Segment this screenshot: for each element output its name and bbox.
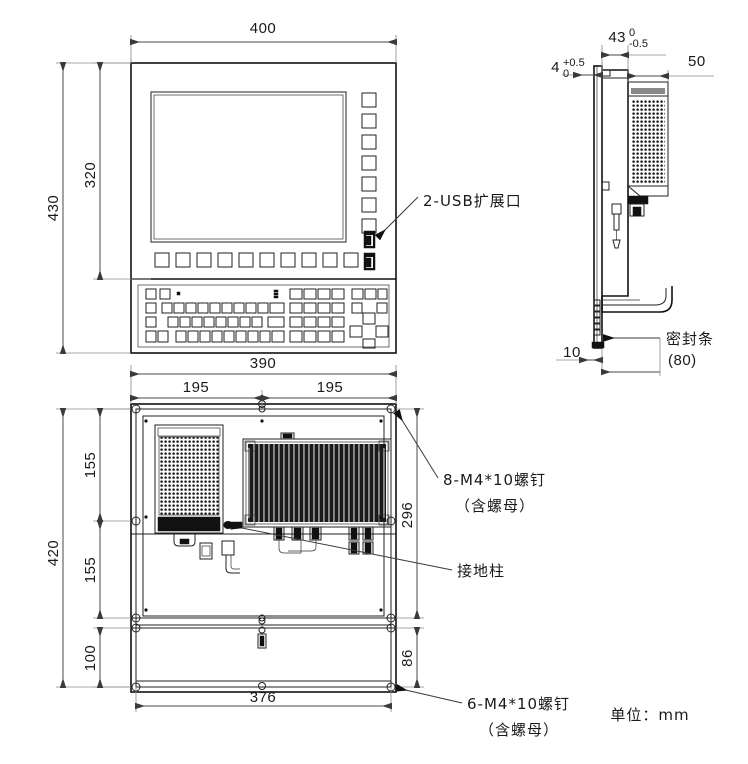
rear-frame-inner xyxy=(135,408,392,688)
computer-module xyxy=(242,432,392,528)
lower-connectors xyxy=(199,540,240,574)
dim-rear-seg-bottom-label: 100 xyxy=(82,645,99,672)
keyboard-row-3 xyxy=(145,312,389,338)
dim-panel-thickness-label: 4 xyxy=(551,59,560,76)
dimension-display-height: 320 xyxy=(82,62,151,280)
dim-front-height-label: 430 xyxy=(45,195,62,222)
dim-rear-half-right-label: 195 xyxy=(317,379,344,396)
dim-rear-seg-top-label: 155 xyxy=(82,452,99,479)
front-panel-view: 400 430 320 2-USB扩展口 xyxy=(45,20,522,354)
dimension-depth-front: 43 0 -0.5 xyxy=(601,27,666,70)
dim-depth-front-tol-lower: -0.5 xyxy=(629,38,648,50)
dim-panel-thickness-tol-lower: 0 xyxy=(563,68,569,80)
annotation-usb-label: 2-USB扩展口 xyxy=(423,192,522,210)
dim-display-height-label: 320 xyxy=(82,162,99,189)
dim-rear-right-lower-label: 86 xyxy=(399,649,416,667)
dim-rear-inner-width-label: 376 xyxy=(250,689,277,706)
lower-latch xyxy=(257,400,267,690)
annotation-grounding-post: 接地柱 xyxy=(230,521,505,580)
cable-connectors xyxy=(273,526,374,555)
dimension-panel-thickness: 4 +0.5 0 xyxy=(551,57,603,80)
side-heatsink-module xyxy=(626,81,669,217)
dimension-front-width: 400 xyxy=(130,20,397,63)
dim-rear-seg-mid-label: 155 xyxy=(82,557,99,584)
dim-rear-height-label: 420 xyxy=(45,540,62,567)
dim-depth-front-tol-upper: 0 xyxy=(629,27,635,39)
rear-frame-outer xyxy=(130,403,397,693)
dim-front-width-label: 400 xyxy=(250,20,277,37)
dim-bottom-offset-label: 10 xyxy=(563,344,581,361)
annotation-sealing-strip-sub: (80) xyxy=(668,352,697,369)
units-note: 单位：mm xyxy=(610,706,689,724)
dim-panel-thickness-tol-upper: +0.5 xyxy=(563,57,585,69)
annotation-upper-screws-sub: （含螺母） xyxy=(455,497,535,515)
rear-bottom-view: 390 195 195 420 155 155 xyxy=(45,355,570,739)
display-bezel xyxy=(150,91,347,243)
front-bottom-function-buttons xyxy=(154,252,359,268)
keyboard-row-2 xyxy=(145,302,388,314)
dimension-rear-inner-width: 376 xyxy=(135,687,392,712)
display-screen xyxy=(153,94,344,240)
keyboard-row-4 xyxy=(145,330,376,349)
sealing-strip xyxy=(591,299,605,349)
dim-rear-half-left-label: 195 xyxy=(183,379,210,396)
dimension-depth-rear: 50 xyxy=(627,53,714,82)
dim-rear-right-upper-label: 296 xyxy=(399,502,416,529)
dimension-rear-segments: 155 155 100 xyxy=(82,408,131,688)
annotation-usb-ports: 2-USB扩展口 xyxy=(374,192,522,241)
annotation-upper-screws-label: 8-M4*10螺钉 xyxy=(443,471,546,489)
keyboard-area xyxy=(137,284,390,349)
side-mounting-bracket xyxy=(601,286,673,313)
upper-screw-set xyxy=(131,404,396,623)
usb-ports xyxy=(363,230,376,271)
dim-depth-front-label: 43 xyxy=(608,29,626,46)
fan-module xyxy=(154,424,224,547)
annotation-lower-screws-label: 6-M4*10螺钉 xyxy=(467,695,570,713)
side-section-view: 4 +0.5 0 43 0 -0.5 50 10 xyxy=(551,27,714,376)
dimension-rear-halves: 195 195 xyxy=(130,379,397,406)
annotation-sealing-strip-label: 密封条 xyxy=(666,330,714,348)
dimension-bottom-offset: 10 xyxy=(556,338,661,376)
annotation-lower-screws: 6-M4*10螺钉 （含螺母） xyxy=(395,683,570,739)
front-panel-outline xyxy=(130,62,397,354)
annotation-upper-screws: 8-M4*10螺钉 （含螺母） xyxy=(393,409,546,515)
annotation-sealing-strip: 密封条 (80) xyxy=(603,330,714,369)
side-connectors xyxy=(611,203,622,249)
annotation-grounding-post-label: 接地柱 xyxy=(457,562,505,580)
dim-rear-width-label: 390 xyxy=(250,355,277,372)
dimension-rear-right-segments: 296 86 xyxy=(396,408,424,688)
dim-depth-rear-label: 50 xyxy=(688,53,706,70)
annotation-lower-screws-sub: （含螺母） xyxy=(479,721,559,739)
keyboard-row-1 xyxy=(145,288,388,300)
